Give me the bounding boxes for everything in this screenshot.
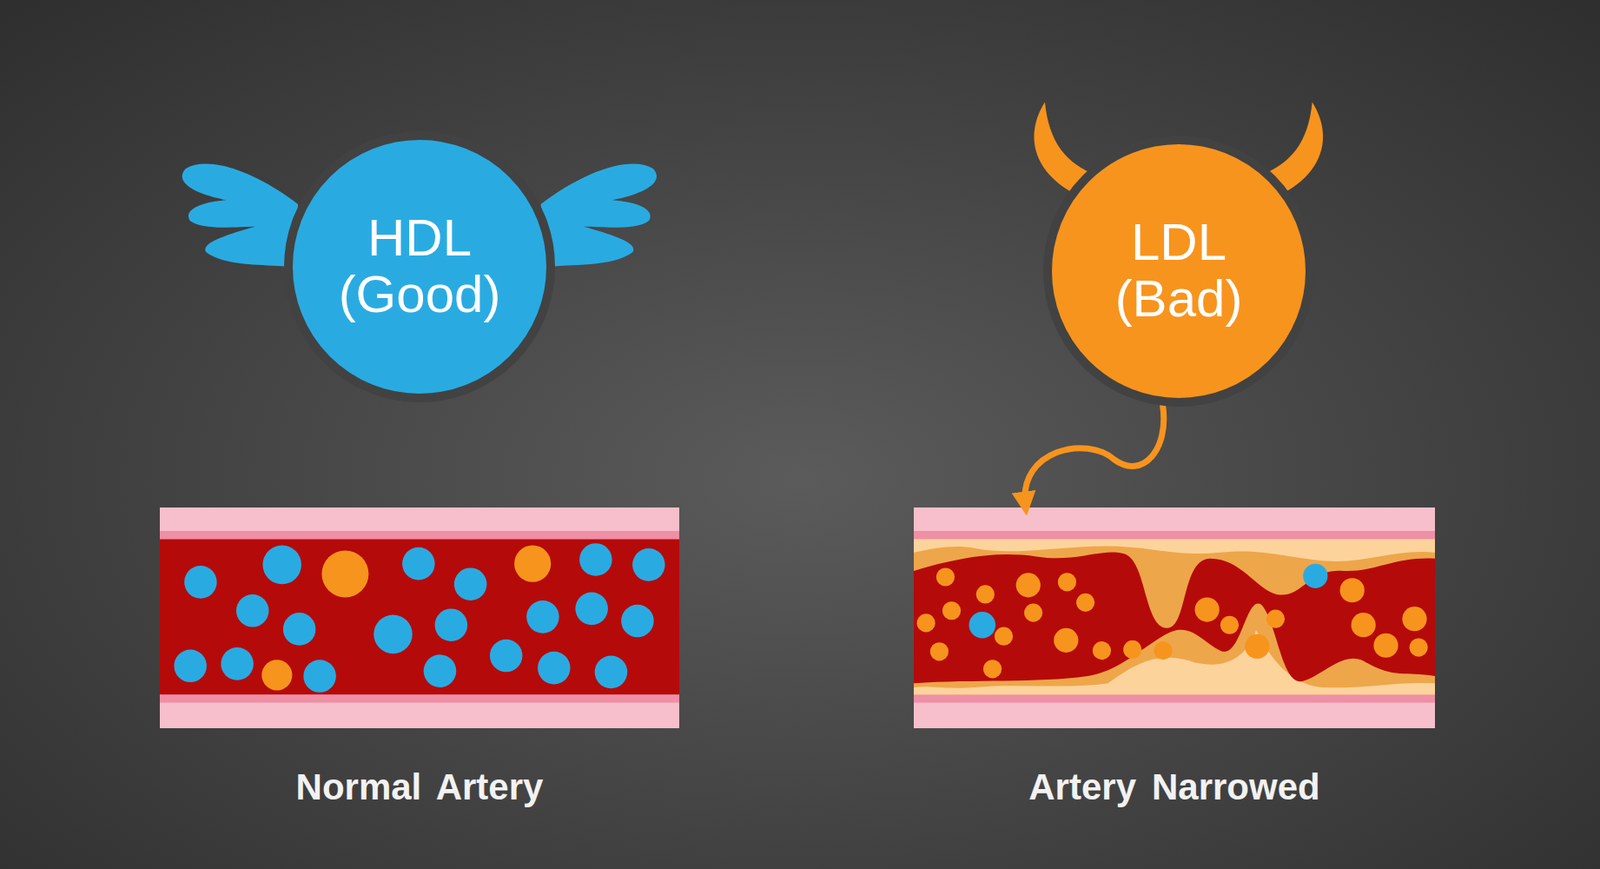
artery-caption: Normal Artery — [159, 766, 680, 808]
angel-wing — [182, 164, 298, 268]
normal-artery-node: Normal Artery — [159, 507, 680, 808]
normal-artery — [159, 507, 680, 728]
hdl-circle: HDL (Good) — [283, 130, 556, 404]
angel-wing — [541, 164, 657, 268]
curved-arrow — [1024, 404, 1164, 505]
artery-area — [159, 507, 680, 728]
narrowed-artery-node: Artery Narrowed — [913, 507, 1435, 808]
circle-fill — [288, 135, 551, 398]
narrowed-artery — [913, 507, 1435, 728]
ldl-circle: LDL (Bad) — [1042, 134, 1316, 408]
artery-caption: Artery Narrowed — [913, 766, 1435, 808]
circle-fill — [1047, 139, 1310, 403]
circle-label: HDL (Good) — [325, 210, 514, 324]
circle-label: LDL (Bad) — [1084, 214, 1273, 328]
artery-area — [913, 507, 1435, 728]
